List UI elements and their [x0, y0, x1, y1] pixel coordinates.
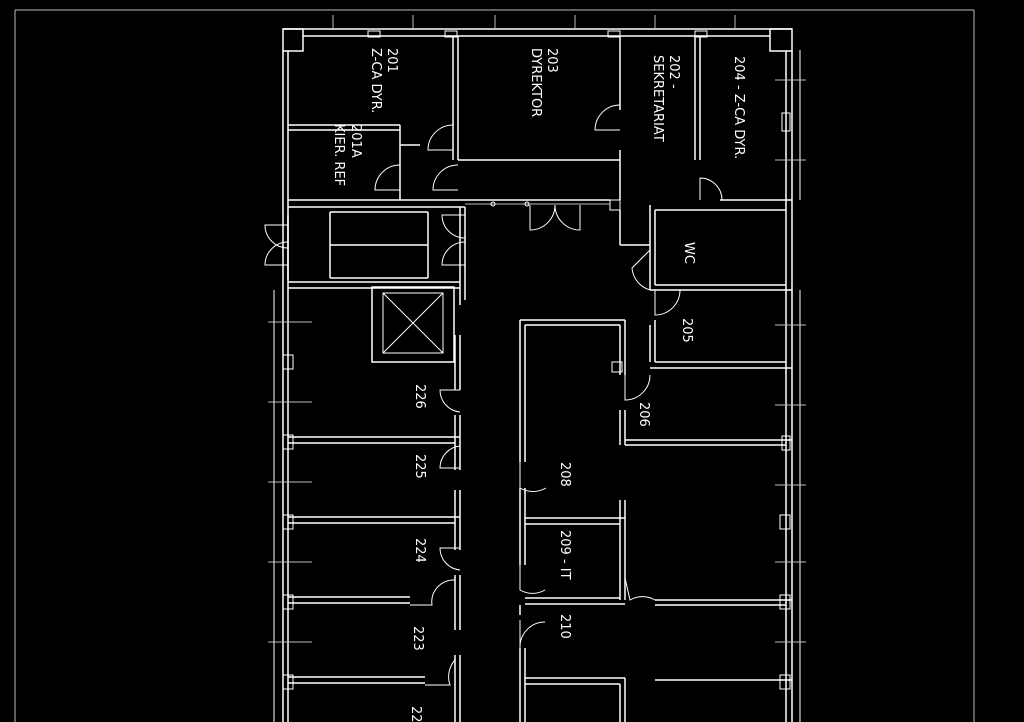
- room-label-wc: WC: [681, 242, 696, 264]
- corridor-walls: [519, 112, 792, 722]
- window-marks: [268, 15, 806, 643]
- doors: [264, 104, 723, 686]
- room-label-202-name: SEKRETARIAT: [650, 55, 665, 142]
- room-label-201a-name: KIER. REF: [331, 124, 346, 186]
- room-label-201: 201: [384, 48, 399, 73]
- exterior-walls: [273, 28, 801, 722]
- sheet-frame: [14, 9, 975, 722]
- room-label-223: 223: [410, 626, 425, 651]
- room-label-209: 209 - IT: [557, 530, 572, 580]
- room-label-201-name: Z-CA DYR.: [368, 48, 383, 113]
- corridor-marks: [465, 201, 610, 207]
- room-label-222: 222: [408, 706, 423, 722]
- room-label-225: 225: [412, 454, 427, 479]
- interior-walls: [288, 30, 792, 373]
- room-label-205: 205: [679, 318, 694, 343]
- room-label-206: 206: [636, 402, 651, 427]
- room-label-203-name: DYREKTOR: [528, 48, 543, 117]
- room-label-226: 226: [412, 384, 427, 409]
- room-label-208: 208: [557, 462, 572, 487]
- room-label-203: 203: [544, 48, 559, 73]
- stair-core: [287, 207, 466, 363]
- office-partitions: [282, 335, 461, 722]
- room-label-201a: 201A: [348, 124, 363, 158]
- room-label-210: 210: [557, 614, 572, 639]
- room-label-224: 224: [412, 538, 427, 563]
- room-label-202: 202 -: [666, 55, 681, 89]
- room-label-204: 204 - Z-CA DYR.: [731, 56, 746, 159]
